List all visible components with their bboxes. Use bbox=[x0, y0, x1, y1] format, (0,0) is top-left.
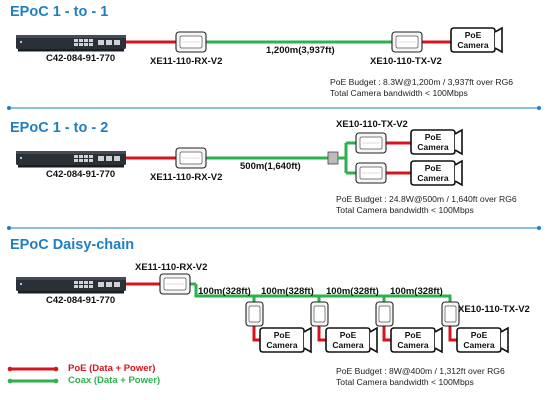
svg-text:Camera: Camera bbox=[332, 340, 363, 350]
divider-dot bbox=[7, 226, 11, 230]
poe-budget-note: PoE Budget : 24.8W@500m / 1,640ft over R… bbox=[336, 194, 517, 204]
svg-text:Camera: Camera bbox=[463, 340, 494, 350]
legend-coax-label: Coax (Data + Power) bbox=[68, 375, 161, 386]
legend-poe-endpoint bbox=[53, 366, 59, 372]
section-title: EPoC Daisy-chain bbox=[10, 237, 135, 253]
legend-poe-endpoint bbox=[7, 366, 13, 372]
tx-extender-icon bbox=[391, 31, 423, 53]
svg-text:Camera: Camera bbox=[266, 340, 297, 350]
poe-line bbox=[317, 326, 326, 342]
coax-line bbox=[194, 284, 452, 302]
svg-text:PoE: PoE bbox=[425, 132, 442, 142]
poe-budget-note: PoE Budget : 8W@400m / 1,312ft over RG6 bbox=[336, 366, 505, 376]
switch-label: C42-084-91-770 bbox=[46, 295, 116, 306]
segment-distance-label: 100m(328ft) bbox=[326, 286, 379, 297]
poe-camera-icon: PoE Camera bbox=[390, 327, 443, 353]
tx-extender-icon bbox=[355, 162, 387, 184]
tx-extender-icon bbox=[441, 301, 460, 327]
svg-text:PoE: PoE bbox=[405, 330, 422, 340]
cable-distance-label: 500m(1,640ft) bbox=[240, 161, 301, 172]
poe-camera-icon: PoE Camera bbox=[450, 27, 503, 53]
tx-extender-icon bbox=[375, 301, 394, 327]
tx-extender-label: XE10-110-TX-V2 bbox=[336, 119, 408, 130]
poe-line bbox=[448, 326, 457, 342]
poe-camera-icon: PoE Camera bbox=[456, 327, 509, 353]
svg-text:Camera: Camera bbox=[457, 40, 488, 50]
rx-extender-icon bbox=[175, 147, 207, 169]
tx-extender-label: XE10-110-TX-V2 bbox=[370, 56, 442, 67]
cable-distance-label: 1,200m(3,937ft) bbox=[266, 45, 335, 56]
svg-text:PoE: PoE bbox=[274, 330, 291, 340]
svg-text:PoE: PoE bbox=[465, 30, 482, 40]
svg-text:PoE: PoE bbox=[425, 163, 442, 173]
svg-text:Camera: Camera bbox=[417, 173, 448, 183]
poe-camera-icon: PoE Camera bbox=[325, 327, 378, 353]
legend-coax-endpoint bbox=[7, 378, 13, 384]
divider-dot bbox=[537, 106, 541, 110]
section-title: EPoC 1 - to - 2 bbox=[10, 120, 109, 136]
tx-extender-icon bbox=[245, 301, 264, 327]
segment-distance-label: 100m(328ft) bbox=[261, 286, 314, 297]
section-one-to-two: PoE Camera PoE Camera bbox=[7, 129, 541, 230]
rx-extender-label: XE11-110-RX-V2 bbox=[150, 56, 223, 67]
bandwidth-note: Total Camera bandwidth < 100Mbps bbox=[336, 377, 474, 387]
switch-icon bbox=[16, 277, 126, 294]
svg-text:Camera: Camera bbox=[417, 142, 448, 152]
poe-budget-note: PoE Budget : 8.3W@1,200m / 3,937ft over … bbox=[330, 77, 514, 87]
bandwidth-note: Total Camera bandwidth < 100Mbps bbox=[336, 205, 474, 215]
rx-extender-label: XE11-110-RX-V2 bbox=[135, 262, 208, 273]
legend-coax-endpoint bbox=[53, 378, 59, 384]
bandwidth-note: Total Camera bandwidth < 100Mbps bbox=[330, 88, 468, 98]
splitter-icon bbox=[327, 151, 339, 165]
section-one-to-one: PoE Camera bbox=[7, 27, 541, 110]
switch-icon bbox=[16, 35, 126, 52]
poe-camera-icon: PoE Camera bbox=[410, 160, 463, 186]
poe-line bbox=[382, 326, 391, 342]
divider-dot bbox=[537, 226, 541, 230]
svg-text:PoE: PoE bbox=[471, 330, 488, 340]
section-title: EPoC 1 - to - 1 bbox=[10, 4, 109, 20]
tx-extender-icon bbox=[310, 301, 329, 327]
section-daisy-chain: PoE Camera PoE Camera PoE Camera PoE Cam… bbox=[16, 273, 509, 353]
tx-extender-icon bbox=[355, 132, 387, 154]
poe-line bbox=[252, 326, 260, 342]
divider-dot bbox=[7, 106, 11, 110]
rx-extender-icon bbox=[159, 273, 191, 295]
segment-distance-label: 100m(328ft) bbox=[390, 286, 443, 297]
segment-distance-label: 100m(328ft) bbox=[198, 286, 251, 297]
legend-poe-label: PoE (Data + Power) bbox=[68, 363, 156, 374]
switch-label: C42-084-91-770 bbox=[46, 169, 116, 180]
tx-extender-label: XE10-110-TX-V2 bbox=[458, 304, 530, 315]
rx-extender-icon bbox=[175, 31, 207, 53]
legend bbox=[7, 366, 59, 384]
svg-text:Camera: Camera bbox=[397, 340, 428, 350]
poe-camera-icon: PoE Camera bbox=[259, 327, 312, 353]
rx-extender-label: XE11-110-RX-V2 bbox=[150, 172, 223, 183]
switch-label: C42-084-91-770 bbox=[46, 53, 116, 64]
poe-camera-icon: PoE Camera bbox=[410, 129, 463, 155]
svg-text:PoE: PoE bbox=[340, 330, 357, 340]
switch-icon bbox=[16, 151, 126, 168]
